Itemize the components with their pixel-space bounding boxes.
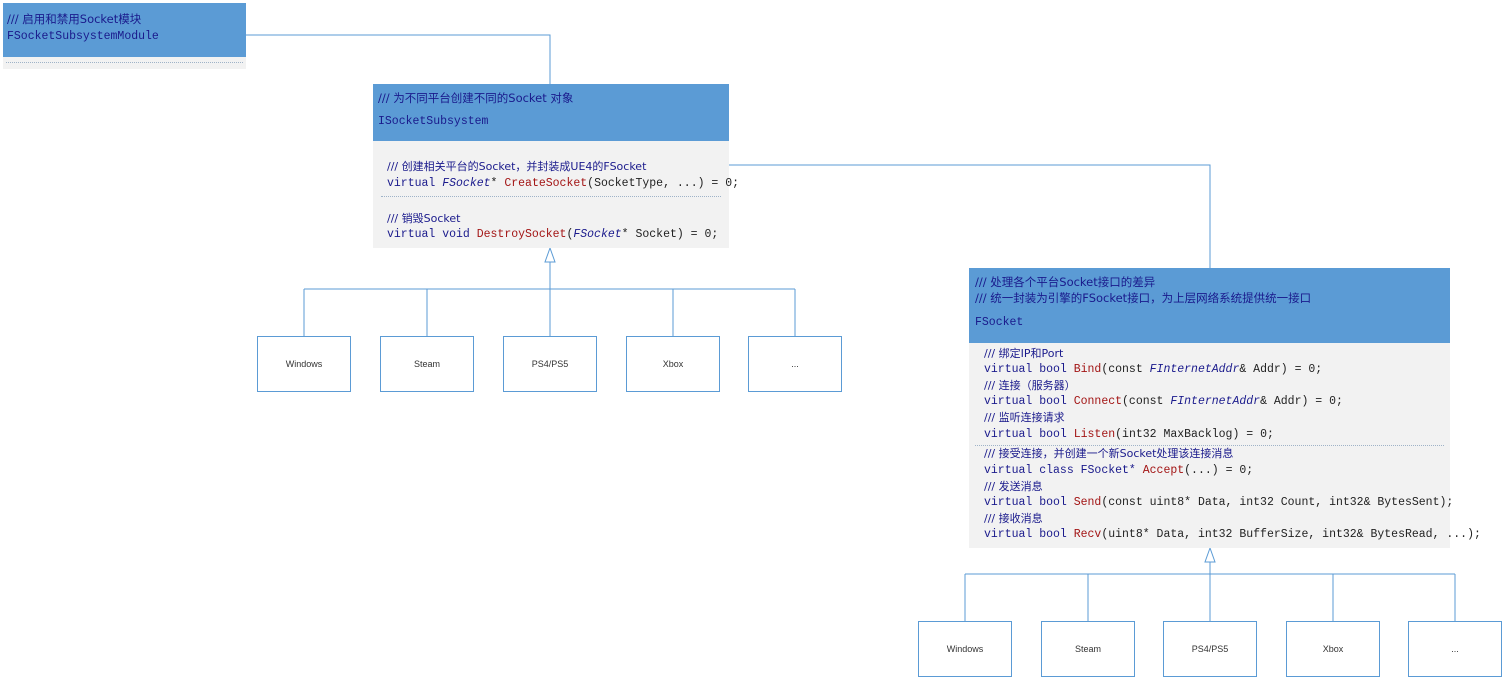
recv-prefix: virtual bool [984,528,1074,541]
destroy-socket-comment: /// 销毁Socket [387,212,461,225]
send-prefix: virtual bool [984,496,1074,509]
accept-comment: /// 接受连接，并创建一个新Socket处理该连接消息 [984,447,1234,460]
socket-platform-steam[interactable]: Steam [1041,621,1135,677]
socket-comment-2: /// 统一封装为引擎的FSocket接口，为上层网络系统提供统一接口 [975,291,1312,305]
recv-func: Recv [1073,528,1102,541]
socket-separator [975,445,1444,446]
socket-platform-xbox[interactable]: Xbox [1286,621,1380,677]
create-socket-mid: * [490,177,505,190]
socket-platform-windows[interactable]: Windows [918,621,1012,677]
connect-prefix: virtual bool [984,395,1074,408]
send-signature: virtual bool Send(const uint8* Data, int… [984,495,1453,511]
module-name: FSocketSubsystemModule [7,30,159,43]
subsystem-platform-ps4-ps5[interactable]: PS4/PS5 [503,336,597,392]
socket-class-body: /// 绑定IP和Port virtual bool Bind(const FI… [969,343,1481,548]
destroy-socket-signature: virtual void DestroySocket(FSocket* Sock… [387,227,718,243]
connect-comment: /// 连接（服务器） [984,379,1076,392]
destroy-socket-func: DestroySocket [476,228,567,241]
recv-suffix: (uint8* Data, int32 BufferSize, int32& B… [1101,528,1481,541]
create-socket-func: CreateSocket [504,177,588,190]
create-socket-prefix: virtual [387,177,443,190]
bind-prefix: virtual bool [984,363,1074,376]
socket-class-header[interactable]: /// 处理各个平台Socket接口的差异 /// 统一封装为引擎的FSocke… [969,268,1450,343]
subsystem-platform-more[interactable]: ... [748,336,842,392]
accept-suffix: (...) = 0; [1184,464,1254,477]
subsystem-separator [381,196,721,197]
listen-signature: virtual bool Listen(int32 MaxBacklog) = … [984,427,1274,443]
accept-signature: virtual class FSocket* Accept(...) = 0; [984,463,1253,479]
subsystem-name: ISocketSubsystem [378,115,489,128]
subsystem-to-socket-line [729,164,1211,268]
bind-comment: /// 绑定IP和Port [984,347,1064,360]
subsystem-class-header[interactable]: /// 为不同平台创建不同的Socket 对象 ISocketSubsystem [373,84,729,141]
listen-func: Listen [1073,428,1116,441]
subsystem-class-body: /// 创建相关平台的Socket，并封装成UE4的FSocket virtua… [373,141,739,248]
create-socket-signature: virtual FSocket* CreateSocket(SocketType… [387,176,739,192]
bind-open: (const [1101,363,1150,376]
subsystem-inherit-arrow [544,246,556,263]
connect-type: FInternetAddr [1170,395,1261,408]
bind-type: FInternetAddr [1149,363,1240,376]
socket-name: FSocket [975,316,1024,329]
module-comment: /// 启用和禁用Socket模块 [7,12,142,26]
module-to-subsystem-line [246,34,551,84]
destroy-socket-prefix: virtual void [387,228,477,241]
bind-suffix: & Addr) = 0; [1239,363,1323,376]
destroy-socket-type: FSocket [573,228,622,241]
subsystem-platform-windows[interactable]: Windows [257,336,351,392]
send-comment: /// 发送消息 [984,480,1043,493]
listen-comment: /// 监听连接请求 [984,411,1065,424]
recv-comment: /// 接收消息 [984,512,1043,525]
socket-platform-more[interactable]: ... [1408,621,1502,677]
listen-suffix: (int32 MaxBacklog) = 0; [1115,428,1274,441]
connect-open: (const [1122,395,1171,408]
listen-prefix: virtual bool [984,428,1074,441]
connect-signature: virtual bool Connect(const FInternetAddr… [984,394,1343,410]
socket-inherit-arrow [1204,546,1216,563]
accept-func: Accept [1142,464,1185,477]
subsystem-platform-steam[interactable]: Steam [380,336,474,392]
create-socket-comment: /// 创建相关平台的Socket，并封装成UE4的FSocket [387,160,647,173]
module-class-body [3,57,246,69]
module-separator [6,62,243,63]
bind-func: Bind [1073,363,1102,376]
connect-suffix: & Addr) = 0; [1260,395,1343,408]
create-socket-suffix: (SocketType, ...) = 0; [587,177,739,190]
subsystem-comment: /// 为不同平台创建不同的Socket 对象 [378,91,574,105]
send-suffix: (const uint8* Data, int32 Count, int32& … [1101,496,1454,509]
socket-platform-ps4-ps5[interactable]: PS4/PS5 [1163,621,1257,677]
bind-signature: virtual bool Bind(const FInternetAddr& A… [984,362,1322,378]
destroy-socket-suffix: * Socket) = 0; [621,228,719,241]
destroy-socket-open: ( [566,228,574,241]
create-socket-type: FSocket [442,177,491,190]
connect-func: Connect [1073,395,1123,408]
module-class-header[interactable]: /// 启用和禁用Socket模块 FSocketSubsystemModule [3,3,246,57]
subsystem-platform-xbox[interactable]: Xbox [626,336,720,392]
accept-prefix: virtual class FSocket* [984,464,1143,477]
send-func: Send [1073,496,1102,509]
socket-comment-1: /// 处理各个平台Socket接口的差异 [975,275,1156,289]
recv-signature: virtual bool Recv(uint8* Data, int32 Buf… [984,527,1481,543]
